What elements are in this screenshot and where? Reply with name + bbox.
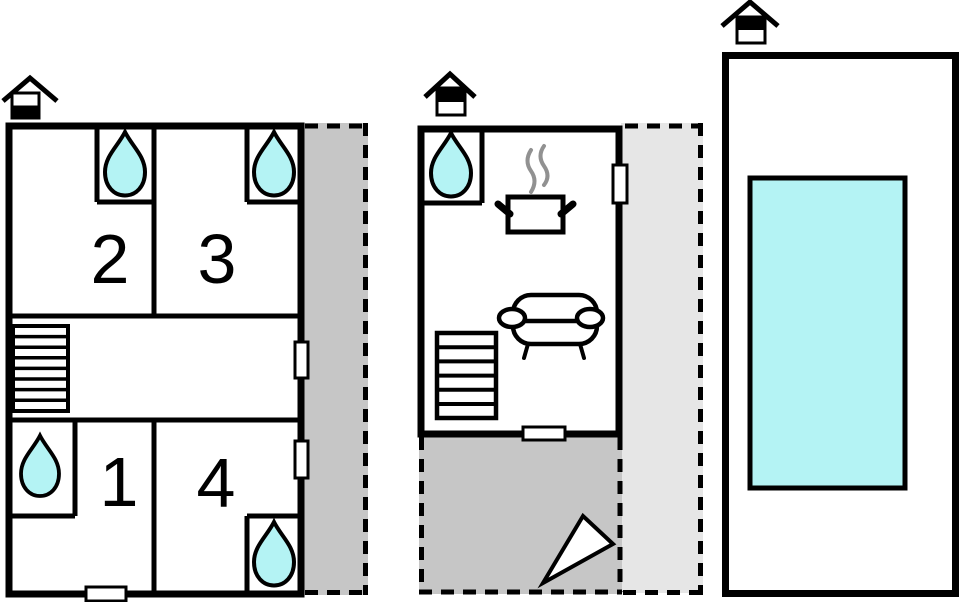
patio-strip-middle-fill [621, 123, 703, 593]
window-left-building-lower [293, 439, 310, 480]
patio-strip-left-fill [303, 123, 368, 595]
left-building-interior-walls [9, 126, 301, 594]
chimney-icon-pool-building [720, 0, 780, 45]
door-middle-building [521, 425, 567, 442]
steam-icon [525, 148, 537, 194]
terrace-middle [419, 433, 623, 595]
sofa-icon [496, 292, 606, 360]
room4-label: 4 [197, 444, 236, 522]
room2-alcove-wall [94, 126, 154, 205]
window-middle-building [611, 163, 629, 205]
pool-building [722, 52, 959, 597]
terrace-middle-dashed-border [419, 437, 623, 595]
room3-alcove-wall [244, 126, 301, 205]
middle-building [417, 125, 629, 442]
patio-strip-left-dashed-border [305, 123, 368, 595]
room1-alcove-wall [9, 420, 78, 519]
chimney-icon-left-building [1, 74, 59, 120]
door-left-building [84, 585, 128, 602]
north-arrow-icon [537, 512, 617, 589]
stairs-icon-middle-building [434, 330, 499, 421]
patio-strip-middle [621, 123, 703, 595]
terrace-middle-fill [419, 433, 622, 594]
room4-alcove-wall [244, 513, 301, 594]
stairs-icon-left-building [11, 324, 70, 413]
room1-label: 1 [100, 443, 139, 521]
swimming-pool [747, 175, 908, 491]
room3-label: 3 [198, 220, 237, 298]
window-left-building-upper [293, 340, 310, 380]
steam-icon [538, 144, 550, 187]
room2-label: 2 [91, 220, 130, 298]
left-building: 2 3 1 4 [5, 122, 310, 602]
middle-alcove-wall [424, 129, 485, 206]
patio-strip-left [303, 123, 368, 595]
chimney-icon-middle-building [423, 70, 477, 117]
cooking-pot-icon [494, 144, 577, 235]
patio-strip-middle-dashed-border [623, 123, 703, 595]
